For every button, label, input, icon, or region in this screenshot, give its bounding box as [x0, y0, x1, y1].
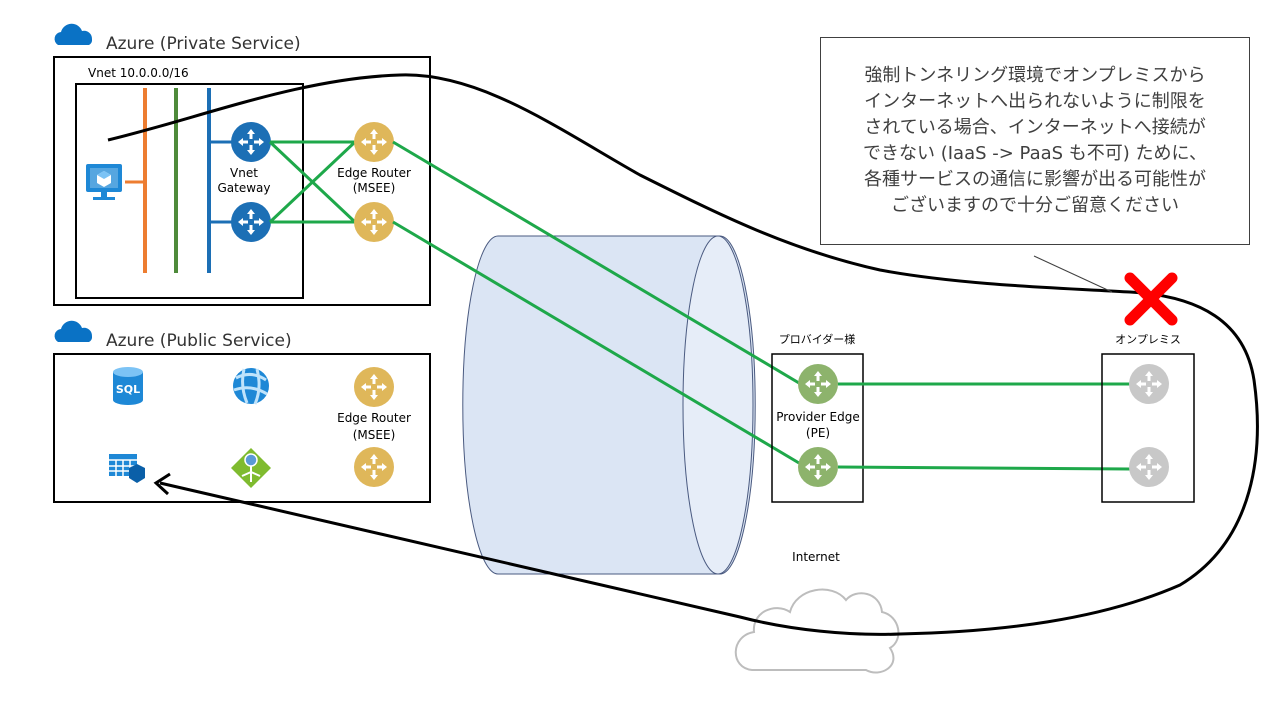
vnet-gateway-router-top-icon: [231, 122, 271, 162]
callout-pointer: [1033, 255, 1113, 293]
vnet-gateway-router-bottom-icon: [231, 202, 271, 242]
msee-pe-link-top: [392, 140, 800, 385]
provider-label: プロバイダー様: [779, 332, 856, 346]
public-msee-router-top-icon: [354, 367, 394, 407]
pe-onprem-link-bottom: [837, 465, 1131, 471]
private-cloud-icon: [54, 23, 93, 45]
onprem-label: オンプレミス: [1115, 333, 1181, 346]
vnet-gateway-label-line2: Gateway: [217, 181, 270, 195]
public-msee-label-line2: (MSEE): [353, 428, 396, 442]
sql-label: SQL: [116, 383, 140, 396]
callout-line-4: できない (IaaS -> PaaS も不可) ために、: [862, 143, 1208, 164]
traffic-manager-icon: [231, 448, 271, 488]
vnet-gateway-label-line1: Vnet: [230, 166, 258, 180]
expressroute-tube: [462, 235, 756, 575]
callout-text: 強制トンネリング環境でオンプレミスから インターネットへ出られないように制限を …: [863, 63, 1207, 219]
cosmos-db-icon: [233, 368, 269, 405]
callout-line-5: 各種サービスの通信に影響が出る可能性が: [864, 169, 1206, 190]
gateway-msee-links: [268, 140, 357, 224]
msee-label-line2: (MSEE): [353, 181, 396, 195]
provider-edge-router-bottom-icon: [798, 447, 838, 487]
onprem-router-top-icon: [1129, 364, 1169, 404]
provider-edge-router-top-icon: [798, 364, 838, 404]
msee-pe-link-bottom: [392, 220, 800, 465]
provider-box: [771, 353, 864, 503]
vnet-label: Vnet 10.0.0.0/16: [88, 66, 189, 80]
internet-cloud-icon: [734, 588, 900, 674]
internet-label: Internet: [792, 550, 840, 564]
msee-router-bottom-icon: [354, 202, 394, 242]
blocked-cross-icon: [1124, 272, 1178, 326]
public-msee-label-line1: Edge Router: [337, 411, 411, 425]
private-service-box: [53, 56, 431, 306]
public-service-title: Azure (Public Service): [106, 331, 292, 351]
onprem-router-bottom-icon: [1129, 447, 1169, 487]
onprem-box: [1101, 353, 1195, 503]
table-storage-icon: [109, 454, 145, 483]
msee-label-line1: Edge Router: [337, 166, 411, 180]
callout-line-2: インターネットへ出られないように制限を: [864, 91, 1206, 112]
callout-line-1: 強制トンネリング環境でオンプレミスから: [864, 65, 1206, 86]
traffic-path-line: [107, 73, 1259, 636]
provider-edge-label-line1: Provider Edge: [776, 410, 859, 424]
public-cloud-icon: [54, 320, 93, 342]
provider-edge-label-line2: (PE): [806, 426, 830, 440]
virtual-machine-icon: [86, 164, 122, 200]
traffic-path-arrowhead: [153, 472, 171, 496]
public-msee-router-bottom-icon: [354, 447, 394, 487]
sql-database-icon: SQL: [113, 367, 143, 405]
msee-router-top-icon: [354, 122, 394, 162]
callout-line-3: されている場合、インターネットへ接続が: [864, 117, 1206, 138]
warning-callout: 強制トンネリング環境でオンプレミスから インターネットへ出られないように制限を …: [820, 37, 1250, 245]
private-service-title: Azure (Private Service): [106, 34, 301, 54]
callout-line-6: ございますので十分ご留意ください: [891, 195, 1179, 216]
